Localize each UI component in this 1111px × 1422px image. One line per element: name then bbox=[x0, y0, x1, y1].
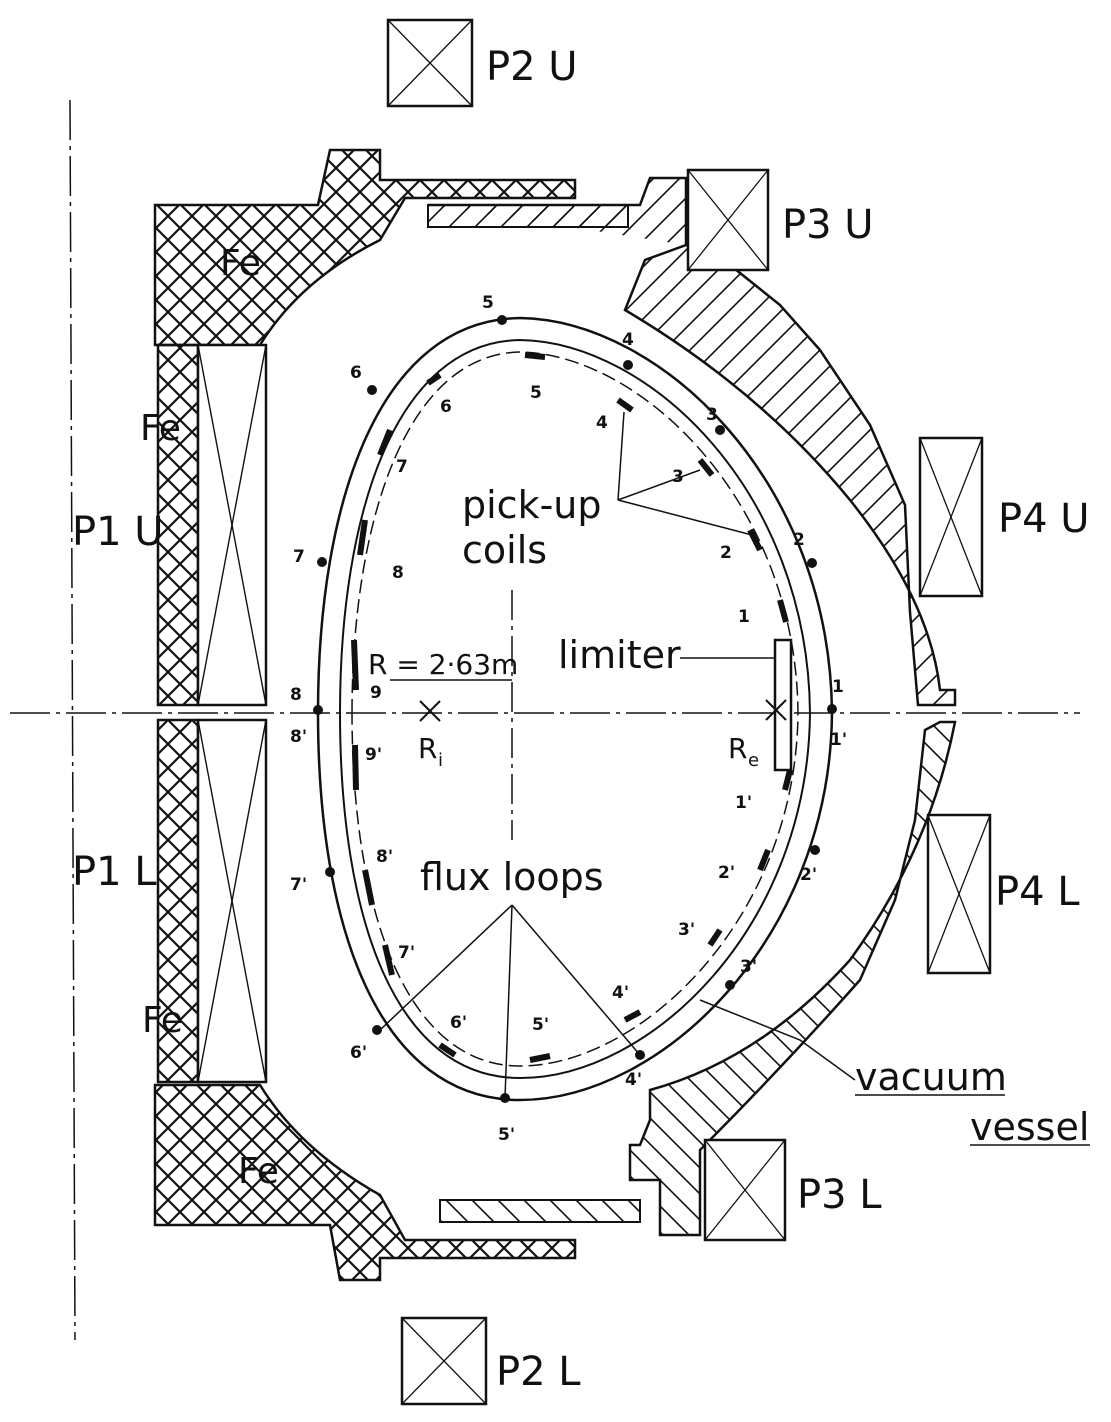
flux-num-3: 3 bbox=[706, 405, 718, 425]
label-p4u: P4 U bbox=[998, 496, 1090, 542]
pickup-num-1p: 1' bbox=[735, 793, 752, 813]
iron-column-upper bbox=[156, 343, 200, 707]
coil-p2u bbox=[386, 18, 474, 108]
iron-yoke-bottom bbox=[153, 1083, 577, 1282]
label-vacuum: vacuum bbox=[855, 1055, 1007, 1099]
coil-p3l bbox=[703, 1138, 787, 1242]
label-fe-bottom: Fe bbox=[238, 1151, 279, 1192]
pickup-num-9: 9 bbox=[370, 683, 382, 703]
label-pickup-1: pick-up bbox=[462, 483, 602, 527]
label-p2u: P2 U bbox=[486, 44, 578, 90]
label-p3u: P3 U bbox=[782, 202, 874, 248]
coil-p3u bbox=[686, 168, 770, 272]
label-ri-sub: i bbox=[438, 750, 443, 771]
central-axis bbox=[69, 99, 76, 1341]
label-p4l: P4 L bbox=[995, 869, 1080, 915]
pickup-num-4p: 4' bbox=[612, 983, 629, 1003]
vacuum-vessel-outer bbox=[316, 316, 834, 1102]
label-vessel: vessel bbox=[970, 1105, 1089, 1149]
label-pickup-2: coils bbox=[462, 528, 547, 572]
label-fe-top: Fe bbox=[220, 243, 261, 284]
flux-loop-leaders bbox=[379, 904, 641, 1099]
pickup-coil-segments bbox=[351, 352, 793, 1063]
pickup-numbers: 1 2 3 4 5 6 7 8 9 1' 2' 3' 4' 5' 6' 7' 8… bbox=[365, 383, 752, 1035]
vacuum-leader bbox=[699, 999, 856, 1081]
coil-p2l bbox=[400, 1316, 488, 1406]
ri-marker bbox=[419, 700, 441, 722]
flux-loop-dots bbox=[313, 315, 837, 1103]
pickup-num-1: 1 bbox=[738, 607, 750, 627]
pickup-num-2: 2 bbox=[720, 543, 732, 563]
coil-p1u bbox=[196, 343, 268, 707]
top-flange bbox=[427, 204, 629, 228]
label-re: R bbox=[728, 732, 747, 765]
label-flux-loops: flux loops bbox=[420, 855, 604, 899]
pickup-num-7: 7 bbox=[396, 457, 408, 477]
iron-yoke-top bbox=[153, 148, 577, 347]
bottom-flange bbox=[439, 1199, 641, 1223]
label-p3l: P3 L bbox=[797, 1172, 882, 1218]
label-p1l: P1 L bbox=[72, 849, 157, 895]
flux-num-1p: 1' bbox=[830, 730, 847, 750]
pickup-num-9p: 9' bbox=[365, 745, 382, 765]
flux-num-2: 2 bbox=[793, 530, 805, 550]
coil-p4u bbox=[918, 436, 984, 598]
flux-num-8: 8 bbox=[290, 685, 302, 705]
flux-num-4: 4 bbox=[622, 330, 634, 350]
label-p2l: P2 L bbox=[496, 1349, 581, 1395]
coil-p4l bbox=[926, 813, 992, 975]
label-fe-upper: Fe bbox=[140, 408, 181, 449]
flux-num-6p: 6' bbox=[350, 1043, 367, 1063]
label-limiter: limiter bbox=[558, 633, 681, 677]
label-re-sub: e bbox=[748, 750, 759, 771]
flux-num-2p: 2' bbox=[800, 865, 817, 885]
pickup-coil-track bbox=[351, 351, 799, 1067]
flux-num-3p: 3' bbox=[740, 957, 757, 977]
label-p1u: P1 U bbox=[72, 509, 164, 555]
limiter bbox=[773, 638, 793, 772]
vacuum-vessel-inner bbox=[338, 338, 812, 1080]
label-radius: R = 2·63m bbox=[368, 648, 518, 681]
flux-num-8p: 8' bbox=[290, 727, 307, 747]
flux-loop-numbers: 1 2 3 4 5 6 7 8 1' 2' 3' 4' 5' 6' 7' 8' bbox=[290, 293, 847, 1145]
flux-num-7: 7 bbox=[293, 547, 305, 567]
pickup-leaders bbox=[617, 411, 753, 536]
flux-num-1: 1 bbox=[832, 677, 844, 697]
pickup-num-2p: 2' bbox=[718, 863, 735, 883]
flux-num-5: 5 bbox=[482, 293, 494, 313]
outer-support-upper bbox=[428, 176, 957, 707]
pickup-num-7p: 7' bbox=[398, 943, 415, 963]
flux-num-6: 6 bbox=[350, 363, 362, 383]
pickup-num-8p: 8' bbox=[376, 847, 393, 867]
pickup-num-6p: 6' bbox=[450, 1013, 467, 1033]
coil-p1l bbox=[196, 718, 268, 1084]
flux-num-7p: 7' bbox=[290, 875, 307, 895]
label-fe-lower: Fe bbox=[142, 1000, 183, 1041]
flux-num-4p: 4' bbox=[625, 1070, 642, 1090]
flux-num-5p: 5' bbox=[498, 1125, 515, 1145]
label-ri: R bbox=[418, 732, 437, 765]
pickup-num-6: 6 bbox=[440, 397, 452, 417]
pickup-num-4: 4 bbox=[596, 413, 608, 433]
pickup-num-3: 3 bbox=[672, 467, 684, 487]
pickup-num-3p: 3' bbox=[678, 920, 695, 940]
re-marker bbox=[765, 699, 787, 721]
pickup-num-5p: 5' bbox=[532, 1015, 549, 1035]
outer-support-lower bbox=[628, 720, 957, 1237]
pickup-num-8: 8 bbox=[392, 563, 404, 583]
pickup-num-5: 5 bbox=[530, 383, 542, 403]
